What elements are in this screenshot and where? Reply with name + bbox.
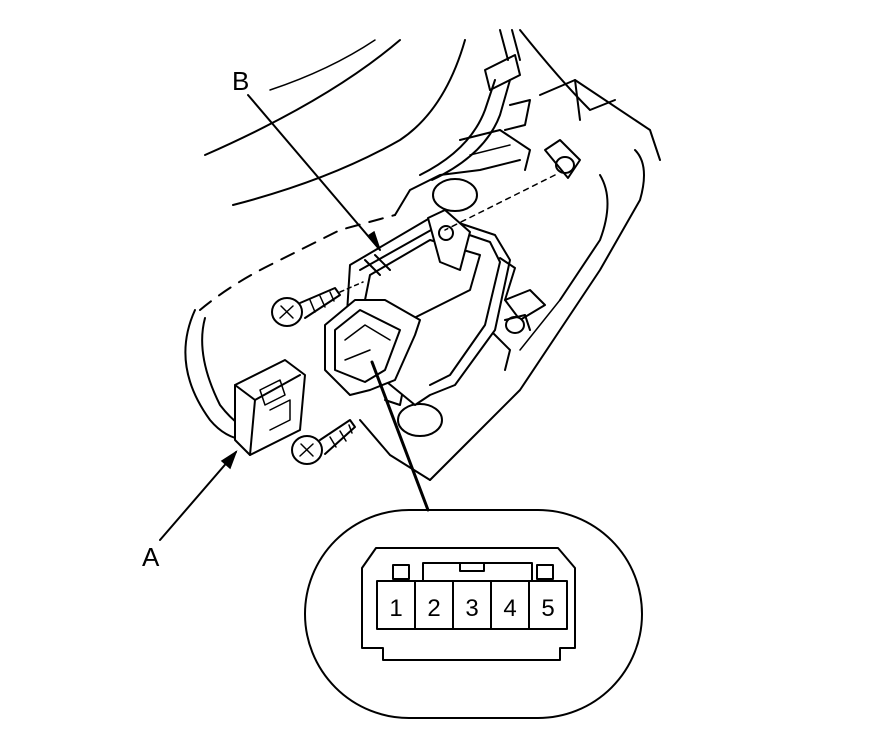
dashboard-background <box>204 29 661 481</box>
screw-upper <box>271 281 364 327</box>
detail-bubble <box>304 509 643 719</box>
key-tab-left <box>392 564 410 580</box>
wire-harness <box>419 29 531 181</box>
bracket-nut <box>444 139 581 334</box>
connector-housing <box>361 547 576 661</box>
key-tab-right <box>536 564 554 580</box>
arrowhead-a <box>220 450 238 470</box>
arrowhead-b <box>366 230 381 251</box>
leader-to-connector-view <box>370 360 430 512</box>
dashed-wire-route <box>199 214 396 311</box>
pin-label-2: 2 <box>427 595 440 622</box>
pin-label-4: 4 <box>503 595 516 622</box>
pin-label-1: 1 <box>389 595 402 622</box>
pin-label-3: 3 <box>465 595 478 622</box>
callout-label-a: A <box>142 542 160 572</box>
terminal-cavity-5 <box>528 580 568 630</box>
leader-lines <box>159 94 430 541</box>
connector-face-view: 1 2 3 4 5 <box>304 509 643 719</box>
callout-label-b: B <box>232 66 249 96</box>
pin-label-5: 5 <box>541 595 554 622</box>
latch <box>459 562 485 572</box>
harness-connector-a <box>184 309 306 456</box>
module-b <box>324 209 516 406</box>
screw-lower <box>291 419 356 465</box>
